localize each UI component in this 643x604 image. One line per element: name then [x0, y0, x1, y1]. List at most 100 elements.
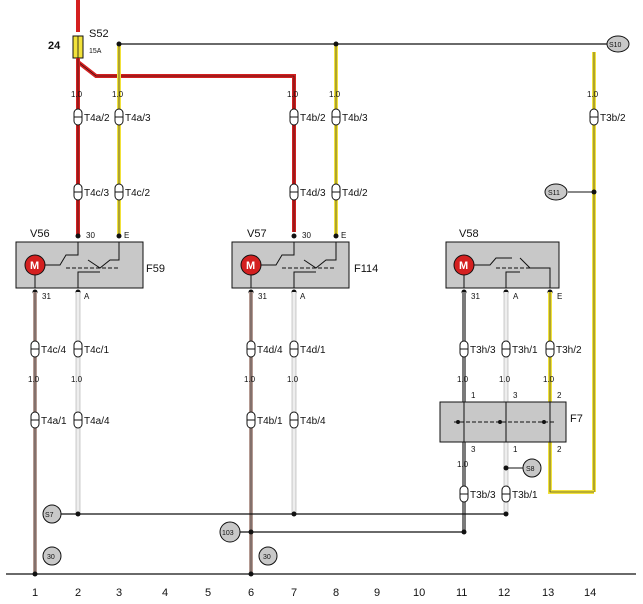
ground-30-b: 30 [258, 546, 278, 566]
wire-col8-top [333, 41, 339, 236]
motor-v57-label: V57 [247, 228, 267, 240]
fuse-rating: 15A [89, 48, 102, 55]
current-path-numbers: 1 2 3 4 5 6 7 8 9 10 11 12 13 14 [32, 587, 596, 599]
connector-t3b2-label: T3b/2 [600, 113, 626, 124]
svg-text:1: 1 [471, 391, 476, 400]
connector-t4c3-label: T4c/3 [84, 188, 109, 199]
connector-t4b2-icon [289, 108, 299, 126]
splice-s7: S7 [42, 504, 62, 524]
svg-text:31: 31 [258, 292, 267, 301]
wire-gauge-8: 1.0 [287, 375, 299, 384]
connector-t3h1-icon [501, 340, 511, 358]
connector-t4c2-icon [114, 183, 124, 201]
wire-gauge-9: 1.0 [457, 375, 469, 384]
fuse-wire-label: 24 [48, 40, 61, 52]
svg-text:1: 1 [513, 445, 518, 454]
wire-gauge-10: 1.0 [499, 375, 511, 384]
path-12: 12 [498, 587, 510, 599]
svg-text:A: A [513, 292, 519, 301]
motor-v56-label: V56 [30, 228, 50, 240]
motor-v58: M V58 31 A E [445, 228, 562, 301]
svg-text:A: A [84, 292, 90, 301]
wire-gauge-6: 1.0 [71, 375, 83, 384]
switch-f7-label: F7 [570, 413, 583, 425]
fuse-name: S52 [89, 28, 109, 40]
connector-t3h3-label: T3h/3 [470, 345, 496, 356]
connector-t3h2-icon [545, 340, 555, 358]
connector-t4a1-label: T4a/1 [41, 416, 67, 427]
connector-t3h2-label: T3h/2 [556, 345, 582, 356]
connector-t4d4-label: T4d/4 [257, 345, 283, 356]
connector-t4a4-icon [73, 411, 83, 429]
connector-t3b2-icon [589, 108, 599, 126]
connector-t4b4-label: T4b/4 [300, 416, 326, 427]
connector-t4a3-label: T4a/3 [125, 113, 151, 124]
connector-t4c3-icon [73, 183, 83, 201]
path-9: 9 [374, 587, 380, 599]
path-14: 14 [584, 587, 596, 599]
connector-t4d4-icon [246, 340, 256, 358]
wire-col3-top [116, 41, 122, 236]
splice-s8: S8 [522, 458, 542, 478]
connector-t3h1-label: T3h/1 [512, 345, 538, 356]
switch-f114-label: F114 [354, 263, 378, 275]
connector-t4b1-label: T4b/1 [257, 416, 283, 427]
connector-t4a2-icon [73, 108, 83, 126]
path-6: 6 [248, 587, 254, 599]
connector-t4b3-icon [331, 108, 341, 126]
wire-gauge-0: 1.0 [71, 90, 83, 99]
connector-t4a2-label: T4a/2 [84, 113, 110, 124]
path-1: 1 [32, 587, 38, 599]
fuse-s52: 24 S52 15A [48, 28, 109, 59]
svg-text:A: A [300, 292, 306, 301]
connector-t4b4-icon [289, 411, 299, 429]
svg-text:3: 3 [471, 445, 476, 454]
connector-t4d3-label: T4d/3 [300, 188, 326, 199]
ground-103: 103 [219, 521, 241, 543]
connector-t3h3-icon [459, 340, 469, 358]
svg-text:2: 2 [557, 445, 562, 454]
connector-t4a1-icon [30, 411, 40, 429]
path-4: 4 [162, 587, 168, 599]
motor-v56: M V56 F59 30 E 31 A [15, 228, 165, 301]
connector-t3b3-label: T3b/3 [470, 490, 496, 501]
splice-s11: S11 [544, 183, 568, 201]
connector-t4a3-icon [114, 108, 124, 126]
wire-gauge-2: 1.0 [287, 90, 299, 99]
svg-text:30: 30 [86, 231, 95, 240]
svg-text:30: 30 [302, 231, 311, 240]
path-8: 8 [333, 587, 339, 599]
wire-gauge-1: 1.0 [112, 90, 124, 99]
path-13: 13 [542, 587, 554, 599]
svg-text:2: 2 [557, 391, 562, 400]
path-7: 7 [291, 587, 297, 599]
path-5: 5 [205, 587, 211, 599]
connector-t4c1-label: T4c/1 [84, 345, 109, 356]
wire-gauge-12: 1.0 [457, 460, 469, 469]
svg-text:S7: S7 [45, 512, 54, 519]
wire-gauge-5: 1.0 [28, 375, 40, 384]
connector-t4d1-label: T4d/1 [300, 345, 326, 356]
svg-text:S11: S11 [548, 190, 560, 197]
switch-f59-label: F59 [146, 263, 165, 275]
splice-s10: S10 [606, 35, 630, 53]
path-2: 2 [75, 587, 81, 599]
svg-text:31: 31 [42, 292, 51, 301]
connector-t4c4-label: T4c/4 [41, 345, 66, 356]
connector-t4b2-label: T4b/2 [300, 113, 326, 124]
motor-v58-label: V58 [459, 228, 479, 240]
wire-gauge-7: 1.0 [244, 375, 256, 384]
supply-wires [76, 0, 612, 232]
svg-text:31: 31 [471, 292, 480, 301]
svg-text:3: 3 [513, 391, 518, 400]
connector-t4d2-label: T4d/2 [342, 188, 368, 199]
connector-t4d3-icon [289, 183, 299, 201]
wire-gauge-11: 1.0 [543, 375, 555, 384]
svg-text:30: 30 [47, 554, 55, 561]
connector-t4b3-label: T4b/3 [342, 113, 368, 124]
connector-t3b1-label: T3b/1 [512, 490, 538, 501]
svg-text:30: 30 [263, 554, 271, 561]
